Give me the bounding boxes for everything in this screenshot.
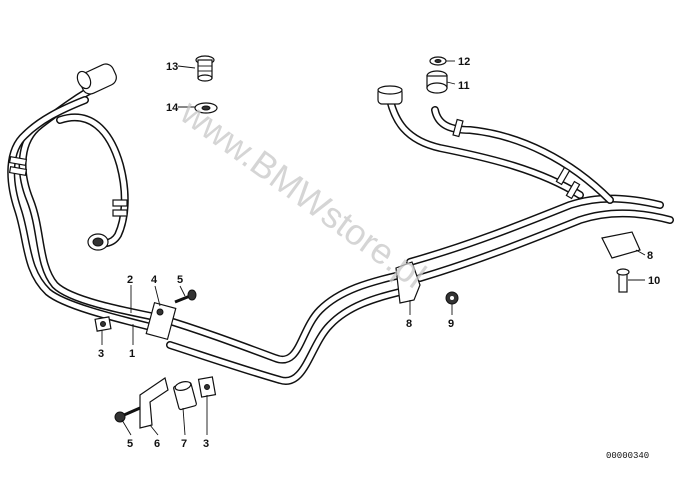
- hose-fitting-upper-left: [76, 63, 117, 95]
- part-13-bolt: [195, 55, 215, 82]
- callout-5-upper: 5: [177, 274, 183, 286]
- callout-12: 12: [458, 56, 470, 68]
- part-4-clamp: [145, 301, 177, 341]
- callout-9: 9: [448, 318, 454, 330]
- part-14-washer: [194, 102, 218, 114]
- callout-13: 13: [166, 61, 178, 73]
- callout-6: 6: [154, 438, 160, 450]
- callout-1: 1: [129, 348, 135, 360]
- callout-8-center: 8: [406, 318, 412, 330]
- callout-3-left: 3: [98, 348, 104, 360]
- part-11-union-nut: [426, 70, 448, 94]
- callout-2: 2: [127, 274, 133, 286]
- pipe-assembly: [7, 81, 674, 385]
- callout-3-lower: 3: [203, 438, 209, 450]
- hose-fitting-upper-right: [377, 85, 403, 105]
- callout-7: 7: [181, 438, 187, 450]
- part-3-grommet-lower: [197, 376, 217, 398]
- part-8-bracket-right: [601, 231, 641, 259]
- part-12-washer: [429, 56, 447, 66]
- hose-fitting-lower-left: [87, 233, 109, 251]
- callout-4: 4: [151, 274, 158, 286]
- part-8-bracket-center: [395, 261, 421, 304]
- part-7-rubber-mount: [173, 381, 197, 411]
- part-5-screw-upper: [174, 289, 197, 304]
- part-9-nut: [445, 291, 459, 305]
- callout-11: 11: [458, 80, 470, 92]
- callouts: 13 14 12 11 2 4 5 3 1 5 6 7 3 8 9 8 10: [98, 56, 660, 450]
- leader-lines: [101, 60, 646, 436]
- callout-5-lower: 5: [127, 438, 133, 450]
- callout-14: 14: [166, 102, 179, 114]
- callout-10: 10: [648, 275, 660, 287]
- part-6-bracket: [139, 377, 169, 429]
- diagram-reference-number: 00000340: [606, 451, 649, 461]
- part-5-screw-lower: [114, 406, 141, 423]
- part-3-grommet-left: [94, 316, 112, 332]
- part-10-bolt: [616, 268, 630, 293]
- callout-8-right: 8: [647, 250, 653, 262]
